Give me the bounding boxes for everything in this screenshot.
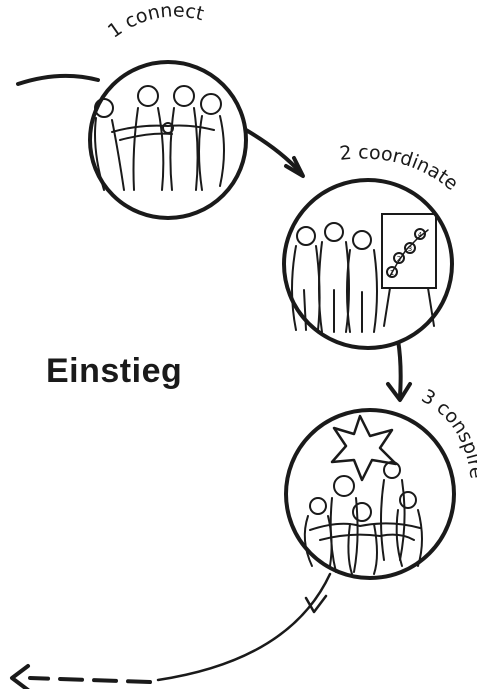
exit-dashed-line <box>28 676 152 684</box>
arrowhead-2 <box>386 382 412 402</box>
step-3-circle <box>284 408 456 580</box>
team-at-flipchart-icon <box>291 213 437 333</box>
arrowhead-3 <box>304 594 328 614</box>
arrowhead-1 <box>284 156 305 178</box>
arrow-2-to-3 <box>396 338 403 398</box>
exit-arrowhead <box>10 664 30 689</box>
section-title: Einstieg <box>46 352 183 390</box>
step-1-label: 1 connect <box>104 0 206 43</box>
step-2-circle <box>282 178 454 350</box>
step-1-circle <box>88 60 248 220</box>
step-3-conspire: 3 conspire <box>284 385 477 580</box>
exit-curve <box>156 572 332 682</box>
entry-line <box>16 73 100 86</box>
flipchart-number-3: 3 <box>408 245 412 253</box>
group-huddle-icon <box>303 461 423 575</box>
step-2-coordinate: 1 2 3 4 2 coordinate <box>282 142 462 350</box>
flipchart-number-1: 1 <box>390 269 394 277</box>
step-1-connect: 1 connect <box>88 0 248 220</box>
star-icon <box>330 414 398 482</box>
arrow-1-to-2 <box>244 128 302 174</box>
flipchart-number-2: 2 <box>397 255 401 263</box>
flipchart-number-4: 4 <box>418 231 423 239</box>
people-hands-together-icon <box>94 85 225 191</box>
